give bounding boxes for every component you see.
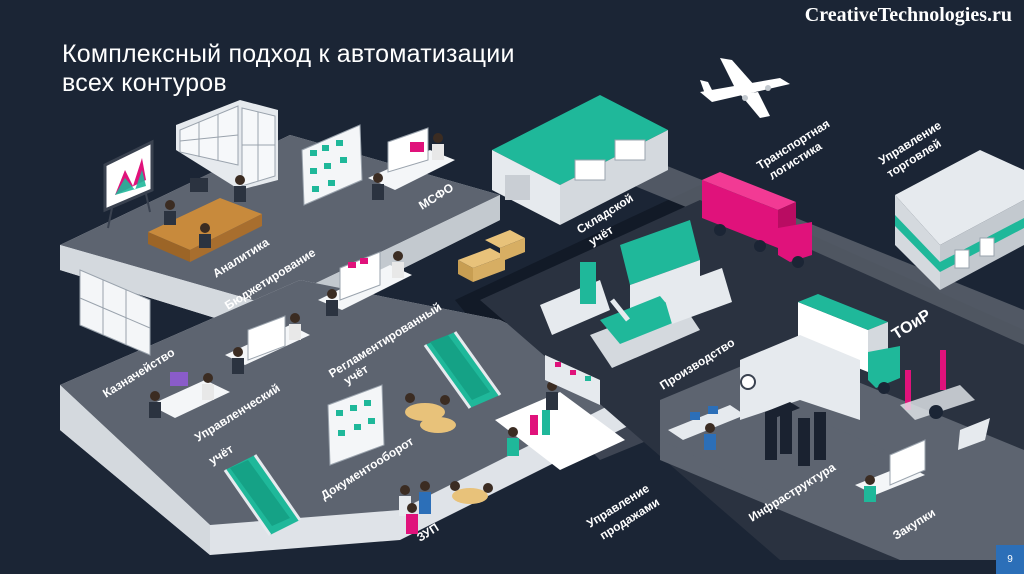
store-building [895,150,1024,290]
warehouse-building [492,95,668,225]
analytics-desk [148,175,262,262]
brand-watermark: CreativeTechnologies.ru [804,4,1012,26]
sales-meeting-table [495,355,625,470]
budgeting-workstations [225,251,412,374]
airplane [700,58,790,118]
escalator-lower [223,454,302,536]
treasury-workstation [149,372,230,418]
infrastructure-room [660,335,885,500]
zup-people [399,481,431,534]
docflow-shelf [327,384,385,466]
escalator-upper [423,331,502,409]
procurement-area [855,418,990,502]
page-number-badge: 9 [996,545,1024,574]
shelving-upper [301,124,363,206]
car-lift [900,350,975,420]
production-machines [540,220,732,368]
window-wall-lower [79,269,151,356]
pallets [458,230,525,282]
meeting-tables [405,393,493,504]
window-wall-left [176,100,278,190]
msfo-workstation [368,127,455,200]
analytics-board [103,139,154,229]
pink-truck [702,172,812,268]
slide-title: Комплексный подход к автоматизации всех … [62,40,515,97]
